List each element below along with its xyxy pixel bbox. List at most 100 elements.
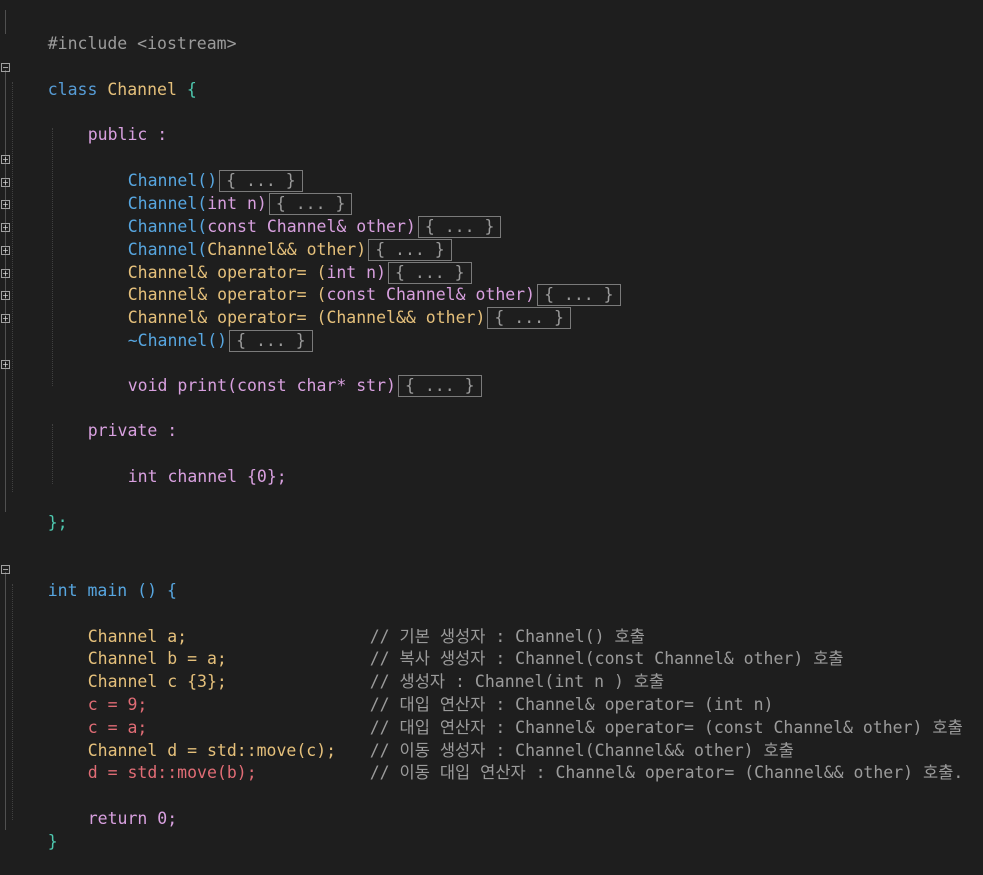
collapsed-body-4[interactable]: { ... } bbox=[368, 239, 452, 261]
main-3-comment: // 생성자 : Channel(int n ) 호출 bbox=[369, 672, 665, 691]
indent-guide-class bbox=[12, 82, 13, 492]
code-line-member-7: Channel& operator= (Channel&& other){ ..… bbox=[88, 285, 571, 329]
main-5-comment: // 대입 연산자 : Channel& operator= (const Ch… bbox=[369, 718, 963, 737]
code-line-main-5: c = a; bbox=[48, 695, 148, 737]
code-editor[interactable]: − + + + + + + + + + − #include <iostream… bbox=[0, 0, 983, 851]
field-declaration: int channel {0}; bbox=[127, 467, 287, 486]
code-line-private: private : bbox=[48, 398, 177, 440]
fold-toggle-member-1-icon[interactable]: + bbox=[1, 155, 10, 164]
gutter-bracket-main bbox=[5, 572, 6, 830]
print-signature: void print(const char* str) bbox=[127, 376, 396, 395]
main-5-code: c = a; bbox=[87, 718, 148, 737]
main-6-code: Channel d = std::move(c); bbox=[87, 741, 337, 760]
collapsed-body-5[interactable]: { ... } bbox=[388, 262, 472, 284]
member-4-name: Channel( bbox=[127, 240, 208, 259]
member-5-params: int n) bbox=[326, 263, 387, 282]
main-1-comment: // 기본 생성자 : Channel() 호출 bbox=[369, 627, 645, 646]
fold-toggle-member-7-icon[interactable]: + bbox=[1, 291, 10, 300]
member-7-name: Channel& operator= ( bbox=[127, 308, 327, 327]
gutter-bracket-include bbox=[5, 10, 6, 34]
code-line-main-2: Channel b = a; bbox=[48, 626, 227, 668]
code-comment-7: // 이동 대입 연산자 : Channel& operator= (Chann… bbox=[330, 740, 964, 782]
code-comment-2: // 복사 생성자 : Channel(const Channel& other… bbox=[330, 626, 844, 668]
class-keyword: class bbox=[47, 80, 98, 99]
code-line-member-5: Channel& operator= (int n){ ... } bbox=[88, 240, 472, 284]
member-3-name: Channel( bbox=[127, 217, 208, 236]
code-comment-3: // 생성자 : Channel(int n ) 호출 bbox=[330, 649, 664, 691]
fold-toggle-member-8-icon[interactable]: + bbox=[1, 314, 10, 323]
indent-guide-main bbox=[12, 584, 13, 820]
collapsed-body-2[interactable]: { ... } bbox=[268, 193, 353, 215]
class-name: Channel bbox=[107, 80, 177, 99]
code-line-public: public : bbox=[48, 102, 167, 144]
main-3-code: Channel c {3}; bbox=[87, 672, 227, 691]
main-6-comment: // 이동 생성자 : Channel(Channel&& other) 호출 bbox=[369, 741, 794, 760]
main-7-comment: // 이동 대입 연산자 : Channel& operator= (Chann… bbox=[369, 763, 964, 782]
code-line-main-1: Channel a; bbox=[48, 604, 187, 646]
fold-toggle-member-5-icon[interactable]: + bbox=[1, 246, 10, 255]
fold-toggle-print-icon[interactable]: + bbox=[1, 360, 10, 369]
code-line-print: void print(const char* str){ ... } bbox=[88, 353, 482, 397]
preprocessor-directive: #include bbox=[47, 34, 128, 53]
fold-toggle-member-2-icon[interactable]: + bbox=[1, 178, 10, 187]
main-4-code: c = 9; bbox=[87, 695, 148, 714]
access-private: private : bbox=[87, 421, 178, 440]
code-line-field: int channel {0}; bbox=[88, 444, 287, 486]
code-line-main-close: } bbox=[8, 809, 58, 851]
code-line-member-1: Channel(){ ... } bbox=[88, 148, 303, 192]
code-comment-5: // 대입 연산자 : Channel& operator= (const Ch… bbox=[330, 695, 963, 737]
member-4-params: Channel&& other) bbox=[207, 240, 367, 259]
code-line-member-6: Channel& operator= (const Channel& other… bbox=[88, 262, 621, 306]
code-comment-1: // 기본 생성자 : Channel() 호출 bbox=[330, 604, 645, 646]
collapsed-body-8[interactable]: { ... } bbox=[229, 330, 313, 352]
member-5-name: Channel& operator= ( bbox=[127, 263, 327, 282]
main-close-brace: } bbox=[47, 832, 58, 851]
code-line-class-decl: class Channel { bbox=[8, 57, 197, 99]
main-declaration: int main () { bbox=[47, 581, 177, 600]
fold-toggle-member-3-icon[interactable]: + bbox=[1, 200, 10, 209]
code-line-main-4: c = 9; bbox=[48, 672, 148, 714]
main-7-code: d = std::move(b); bbox=[87, 763, 257, 782]
fold-toggle-member-6-icon[interactable]: + bbox=[1, 269, 10, 278]
main-2-code: Channel b = a; bbox=[87, 649, 227, 668]
member-2-params: int n) bbox=[207, 194, 267, 213]
code-line-main-6: Channel d = std::move(c); bbox=[48, 718, 336, 760]
member-6-name: Channel& operator= ( bbox=[127, 285, 327, 304]
access-public: public : bbox=[87, 125, 168, 144]
code-line-include: #include <iostream> bbox=[8, 11, 237, 53]
code-line-main-decl: int main () { bbox=[8, 558, 177, 600]
member-8-signature: ~Channel() bbox=[127, 331, 228, 350]
main-4-comment: // 대입 연산자 : Channel& operator= (int n) bbox=[369, 695, 774, 714]
return-statement: return 0; bbox=[87, 809, 178, 828]
main-1-code: Channel a; bbox=[87, 627, 188, 646]
indent-guide-private bbox=[52, 424, 53, 484]
member-1-signature: Channel() bbox=[127, 171, 218, 190]
collapsed-body-print[interactable]: { ... } bbox=[397, 375, 482, 397]
code-line-main-3: Channel c {3}; bbox=[48, 649, 227, 691]
code-line-return: return 0; bbox=[48, 786, 177, 828]
code-line-member-8: ~Channel(){ ... } bbox=[88, 308, 313, 352]
member-7-params: Channel&& other) bbox=[326, 308, 486, 327]
code-comment-6: // 이동 생성자 : Channel(Channel&& other) 호출 bbox=[330, 718, 794, 760]
class-open-brace: { bbox=[186, 80, 197, 99]
member-2-name: Channel( bbox=[127, 194, 208, 213]
fold-toggle-main-icon[interactable]: − bbox=[1, 565, 10, 574]
indent-guide-public bbox=[52, 128, 53, 386]
fold-toggle-member-4-icon[interactable]: + bbox=[1, 223, 10, 232]
collapsed-body-1[interactable]: { ... } bbox=[219, 170, 303, 192]
main-2-comment: // 복사 생성자 : Channel(const Channel& other… bbox=[369, 649, 844, 668]
code-comment-4: // 대입 연산자 : Channel& operator= (int n) bbox=[330, 672, 774, 714]
collapsed-body-3[interactable]: { ... } bbox=[417, 216, 502, 238]
code-line-main-7: d = std::move(b); bbox=[48, 740, 257, 782]
code-line-member-2: Channel(int n){ ... } bbox=[88, 171, 353, 215]
code-line-member-3: Channel(const Channel& other){ ... } bbox=[88, 194, 502, 238]
collapsed-body-7[interactable]: { ... } bbox=[487, 307, 571, 329]
member-3-params: const Channel& other) bbox=[207, 217, 416, 236]
class-close-brace: }; bbox=[47, 513, 68, 532]
fold-toggle-class-icon[interactable]: − bbox=[1, 63, 10, 72]
member-6-params: const Channel& other) bbox=[326, 285, 536, 304]
code-line-member-4: Channel(Channel&& other){ ... } bbox=[88, 217, 452, 261]
include-header: <iostream> bbox=[137, 34, 237, 53]
collapsed-body-6[interactable]: { ... } bbox=[537, 284, 621, 306]
code-line-class-close: }; bbox=[8, 490, 68, 532]
